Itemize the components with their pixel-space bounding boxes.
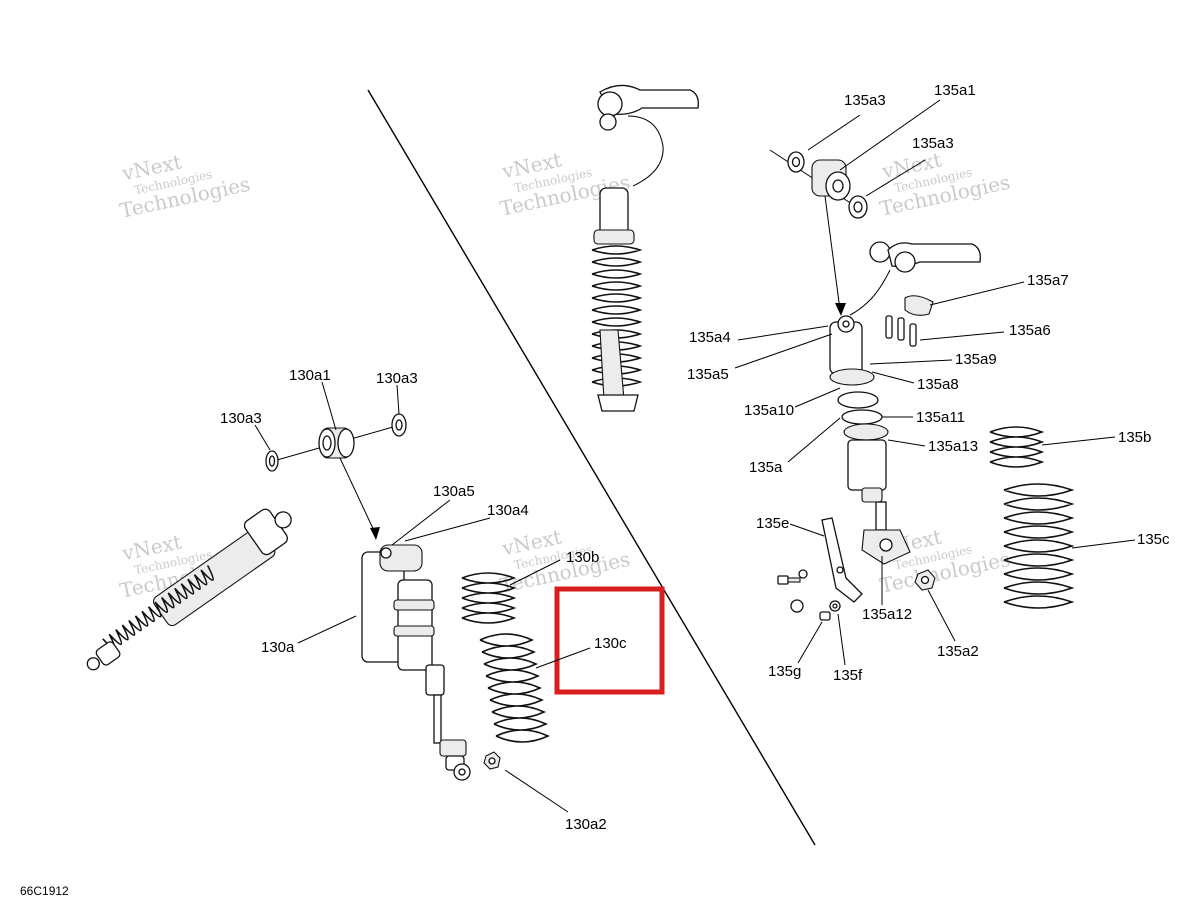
callout-130a3-left: 130a3 bbox=[220, 410, 262, 427]
callout-135a8: 135a8 bbox=[917, 376, 959, 393]
spring-130b bbox=[461, 572, 517, 624]
spring-135b bbox=[989, 426, 1045, 468]
callout-130a3-right: 130a3 bbox=[376, 370, 418, 387]
assembled-shock-135 bbox=[591, 84, 699, 412]
callout-135a1: 135a1 bbox=[934, 82, 976, 99]
callout-135b: 135b bbox=[1118, 429, 1151, 446]
callout-130a2: 130a2 bbox=[565, 816, 607, 833]
callout-135a: 135a bbox=[749, 459, 783, 476]
callout-135f: 135f bbox=[833, 667, 863, 684]
callout-130c: 130c bbox=[594, 635, 627, 652]
callout-130b: 130b bbox=[566, 549, 599, 566]
callout-130a1: 130a1 bbox=[289, 367, 331, 384]
bushing-130a1 bbox=[265, 413, 407, 472]
leaders-130 bbox=[254, 381, 591, 813]
callout-135a10: 135a10 bbox=[744, 402, 794, 419]
callout-135a5: 135a5 bbox=[687, 366, 729, 383]
reservoir-135 bbox=[849, 241, 981, 347]
callout-135g: 135g bbox=[768, 663, 801, 680]
callout-135a2: 135a2 bbox=[937, 643, 979, 660]
leaders-135 bbox=[734, 99, 1136, 666]
bracket-135e bbox=[821, 517, 863, 603]
spring-130c bbox=[479, 633, 550, 743]
callout-135a7: 135a7 bbox=[1027, 272, 1069, 289]
callout-labels: 130a1 130a3 130a3 130a5 130a4 130b 130c … bbox=[220, 82, 1170, 833]
callout-135a9: 135a9 bbox=[955, 351, 997, 368]
highlight-box bbox=[554, 586, 665, 695]
callout-135a3-right: 135a3 bbox=[912, 135, 954, 152]
watermark-1: vNext Technologies Technologies bbox=[118, 149, 252, 222]
callout-135c: 135c bbox=[1137, 531, 1170, 548]
callout-135a12: 135a12 bbox=[862, 606, 912, 623]
callout-135a11: 135a11 bbox=[916, 409, 965, 426]
callout-135a13: 135a13 bbox=[928, 438, 978, 455]
nut-135a2 bbox=[914, 569, 936, 591]
shock-body-135a bbox=[829, 315, 911, 565]
spring-135c bbox=[1003, 483, 1075, 609]
separator-line bbox=[367, 89, 816, 846]
callout-135a4: 135a4 bbox=[689, 329, 731, 346]
nut-130a2 bbox=[483, 751, 501, 770]
callout-135a6: 135a6 bbox=[1009, 322, 1051, 339]
callout-130a: 130a bbox=[261, 639, 295, 656]
assembled-shock-130 bbox=[86, 508, 292, 671]
hardware-135fg bbox=[777, 569, 841, 621]
callout-130a4: 130a4 bbox=[487, 502, 529, 519]
bushing-135a1 bbox=[769, 149, 868, 219]
reference-code: 66C1912 bbox=[20, 884, 69, 897]
callout-135e: 135e bbox=[756, 515, 789, 532]
callout-135a3-top: 135a3 bbox=[844, 92, 886, 109]
shock-body-130a bbox=[361, 544, 471, 781]
callout-130a5: 130a5 bbox=[433, 483, 475, 500]
